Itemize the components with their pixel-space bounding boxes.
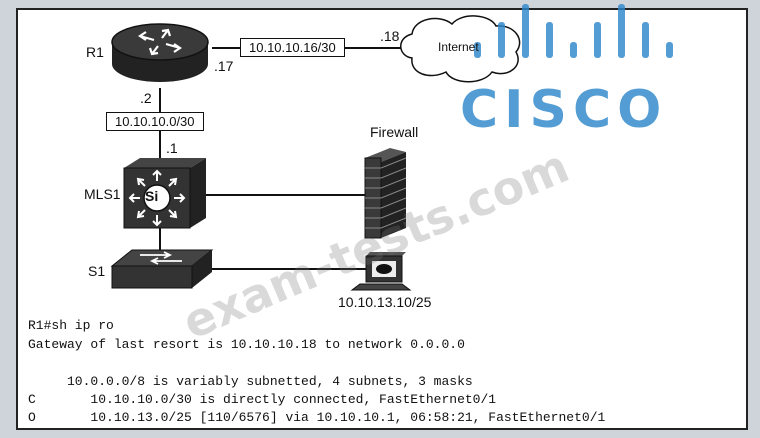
switch-icon [110, 249, 214, 289]
cisco-logo-bars [474, 4, 673, 58]
mls1-label: MLS1 [84, 186, 121, 202]
interface-label-mls1-up: .1 [166, 140, 178, 156]
router-label: R1 [86, 44, 104, 60]
firewall-label: Firewall [370, 124, 419, 140]
cisco-logo-watermark: CISCO [460, 80, 668, 140]
console-prompt: R1#sh ip ro [28, 318, 114, 333]
host-ip-label: 10.10.13.10/25 [338, 294, 432, 310]
mls1-icon-text: Si [145, 188, 159, 204]
console-route-line: C 10.10.10.0/30 is directly connected, F… [28, 392, 497, 407]
s1-label: S1 [88, 263, 106, 279]
router-icon [111, 23, 209, 82]
console-summary-line: 10.0.0.0/8 is variably subnetted, 4 subn… [28, 374, 473, 389]
internet-cloud-icon [400, 15, 521, 83]
console-route-line: O 10.10.13.0/25 [110/6576] via 10.10.10.… [28, 410, 606, 425]
internet-label: Internet [438, 40, 479, 54]
firewall-icon [364, 148, 407, 239]
interface-label-r1-down: .2 [140, 90, 152, 106]
workstation-icon [350, 252, 412, 291]
multilayer-switch-icon [123, 158, 206, 229]
subnet-box-r1-internet: 10.10.10.16/30 [240, 38, 345, 57]
interface-label-internet-side: .18 [380, 28, 400, 44]
interface-label-r1-internet: .17 [214, 58, 234, 74]
subnet-box-r1-mls1: 10.10.10.0/30 [106, 112, 204, 131]
console-gateway-line: Gateway of last resort is 10.10.10.18 to… [28, 337, 465, 352]
